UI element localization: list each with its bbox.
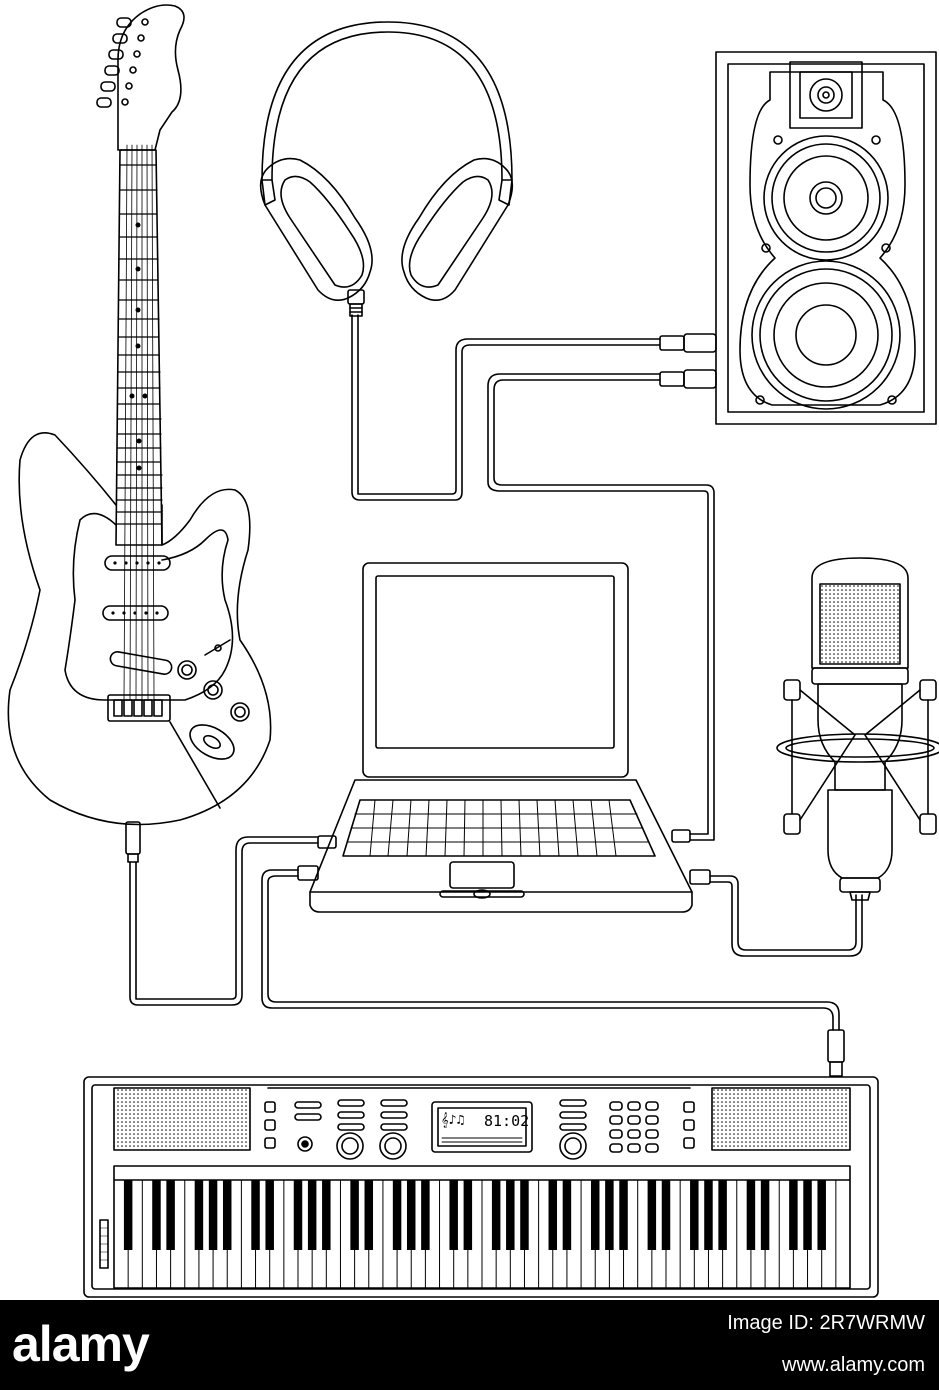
black-key [463,1180,473,1250]
black-key [647,1180,657,1250]
black-key [166,1180,175,1250]
black-key [208,1180,218,1250]
cable-guitar [129,842,319,1006]
pickguard [64,512,234,701]
laptop-keys [342,799,656,857]
black-key [506,1180,515,1250]
guitar-body [7,432,272,826]
cables [129,314,863,1031]
black-key [265,1180,274,1250]
guitar-bridge [107,694,171,722]
black-key [123,1180,133,1250]
black-key [661,1180,671,1250]
alamy-logo: alamy [12,1316,150,1372]
tuning-pegs [96,17,149,108]
pickups [102,555,173,675]
black-key [704,1180,713,1250]
black-key [803,1180,812,1250]
black-key [392,1180,402,1250]
black-key [789,1180,798,1250]
black-key [421,1180,430,1250]
black-key [293,1180,303,1250]
black-key [307,1180,317,1250]
cable-microphone [709,875,857,951]
black-key [605,1180,614,1250]
electric-guitar [7,4,272,863]
black-key [718,1180,727,1250]
speaker [659,51,937,425]
keyboard-display [431,1101,533,1153]
cable-keyboard [261,869,834,1031]
black-key [746,1180,756,1250]
headphones [259,21,514,317]
black-key [562,1180,572,1250]
black-key [760,1180,770,1250]
laptop-key-dividers [369,799,617,857]
keyboard [83,1029,879,1298]
right-speaker-grille [711,1087,851,1151]
image-id-label: Image ID: 2R7WRMW [727,1312,925,1334]
piano-key-set [114,1179,850,1288]
cable-headphones [351,314,661,501]
display-time: 81:02 [484,1112,529,1130]
black-key [548,1180,558,1250]
display-content: 𝄞♪♫ 81:02 [441,1112,529,1130]
black-key [152,1180,161,1250]
black-key [491,1180,501,1250]
studio-diagram: 𝄞♪♫ 81:02 [7,4,939,1298]
site-url: www.alamy.com [782,1354,925,1376]
mic-grille [819,583,901,665]
black-key [406,1180,416,1250]
black-key [364,1180,374,1250]
touchpad [449,861,515,889]
laptop [297,562,711,913]
black-key [690,1180,699,1250]
black-key [449,1180,458,1250]
left-speaker-grille [113,1087,251,1151]
cable-speaker [493,379,715,841]
black-key [251,1180,260,1250]
black-key [619,1180,628,1250]
diagram-canvas: 𝄞♪♫ 81:02 [7,4,939,1298]
black-key [817,1180,826,1250]
black-key [194,1180,204,1250]
microphone [776,557,939,901]
black-key [322,1180,331,1250]
black-key [222,1180,232,1250]
footer-bar: alamy Image ID: 2R7WRMW www.alamy.com [0,1300,939,1390]
right-ear-cup [401,157,514,301]
black-key [520,1180,529,1250]
music-notes-icon: 𝄞♪♫ [441,1113,465,1128]
black-key [590,1180,600,1250]
black-key [350,1180,359,1250]
left-ear-cup [259,157,373,301]
